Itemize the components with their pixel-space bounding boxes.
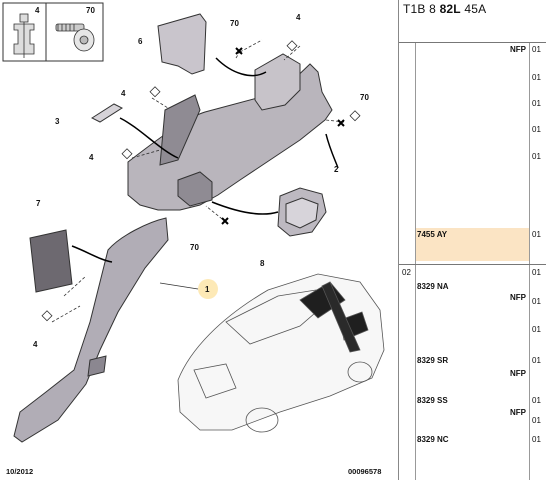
row-8-qty: 01 [532, 297, 541, 306]
quarter-trim-upper [127, 53, 333, 211]
callout-3: 3 [55, 117, 60, 126]
model-code-suffix: 45A [464, 2, 487, 16]
callout-70-bottom: 70 [190, 243, 199, 252]
exploded-view-drawing: 4 70 [2, 2, 385, 476]
model-code: T1B 8 82L 45A [403, 2, 486, 16]
legend-clip-label: 4 [35, 6, 40, 15]
fastener-markers [51, 39, 345, 323]
part-1-lower-trim [13, 217, 169, 443]
screw-icon [55, 23, 95, 52]
callout-4-mid: 4 [89, 153, 94, 162]
callout-7: 7 [36, 199, 41, 208]
callout-6: 6 [138, 37, 143, 46]
part-number-8329SR[interactable]: 8329 SR [417, 356, 449, 365]
row-1-tag: NFP [510, 45, 526, 54]
model-code-prefix: T1B 8 [403, 2, 437, 16]
callout-4-legend-top: 4 [121, 89, 126, 98]
callout-1-badge: 1 [159, 279, 218, 299]
row-11-tag: NFP [510, 408, 526, 417]
row-6-qty: 01 [532, 230, 541, 239]
row-9-qty: 01 [532, 325, 541, 334]
leader-lines [71, 57, 339, 263]
diamond-markers [41, 40, 361, 322]
parts-diagram: 4 70 [2, 2, 385, 476]
callout-1: 1 [205, 285, 210, 294]
clip-icon [13, 13, 35, 58]
row-12-qty: 01 [532, 416, 541, 425]
row-10-qty: 01 [532, 356, 541, 365]
group-column-divider [415, 43, 416, 480]
part-number-8329SS[interactable]: 8329 SS [417, 396, 448, 405]
row-11-qty: 01 [532, 396, 541, 405]
callout-8: 8 [260, 259, 265, 268]
model-code-bold: 82L [439, 2, 461, 16]
vehicle-outline [177, 273, 385, 433]
diagram-ref: 00096578 [348, 467, 381, 476]
row-7-qty: 01 [532, 268, 541, 277]
row-10-tag: NFP [510, 369, 526, 378]
callout-2: 2 [334, 165, 339, 174]
part-number-8329NC[interactable]: 8329 NC [417, 435, 449, 444]
row-13-qty: 01 [532, 435, 541, 444]
part-7-pad [29, 229, 73, 293]
callout-70-top: 70 [230, 19, 239, 28]
callout-70-right: 70 [360, 93, 369, 102]
part-number-7455AY[interactable]: 7455 AY [417, 230, 448, 239]
legend-screw-label: 70 [86, 6, 95, 15]
row-2-qty: 01 [532, 73, 541, 82]
parts-panel-header: T1B 8 82L 45A [399, 0, 546, 43]
group-02-label: 02 [402, 268, 411, 277]
parts-list-panel: T1B 8 82L 45A NFP 01 01 01 01 01 7455 AY… [398, 0, 546, 480]
part-8-cap [277, 187, 327, 237]
row-1-qty: 01 [532, 45, 541, 54]
row-8-tag: NFP [510, 293, 526, 302]
row-3-qty: 01 [532, 99, 541, 108]
callout-4-right: 4 [296, 13, 301, 22]
group-separator [399, 264, 546, 265]
part-6-flap [157, 13, 207, 75]
fastener-legend: 4 70 [2, 2, 104, 62]
qty-column-divider [529, 43, 530, 480]
x-markers [221, 47, 345, 225]
selected-row-highlight [416, 228, 529, 261]
row-4-qty: 01 [532, 125, 541, 134]
callout-4-lower: 4 [33, 340, 38, 349]
row-5-qty: 01 [532, 152, 541, 161]
part-3-strip [90, 103, 124, 123]
part-number-8329NA[interactable]: 8329 NA [417, 282, 449, 291]
diagram-date: 10/2012 [6, 467, 33, 476]
